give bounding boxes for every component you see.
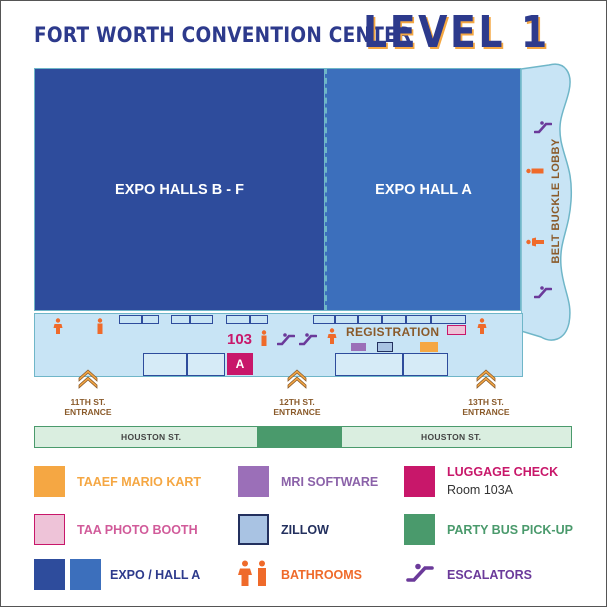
booth: [381, 315, 383, 324]
legend-label-luggage-check: LUGGAGE CHECK: [447, 465, 559, 479]
legend-label-party-bus-pickup: PARTY BUS PICK-UP: [447, 523, 573, 537]
zillow-location[interactable]: [377, 342, 393, 352]
hall-label: EXPO HALLS B - F: [115, 181, 244, 198]
restroom-icon: [238, 560, 266, 586]
escalator-icon: [299, 333, 317, 346]
booth: [189, 315, 191, 324]
booth: [405, 315, 407, 324]
legend-sub-luggage-check: Room 103A: [447, 483, 514, 497]
taaef-mario-kart-location[interactable]: [420, 342, 438, 352]
restroom-icon: [97, 318, 103, 334]
booth: [357, 315, 359, 324]
entrance-name: 11TH ST.: [70, 397, 106, 407]
legend-label-escalators: ESCALATORS: [447, 568, 532, 582]
legend-label-mri-software: MRI SOFTWARE: [281, 475, 379, 489]
entrance-name: 13TH ST.: [468, 397, 504, 407]
entrance-13th-st[interactable]: 13TH ST.ENTRANCE: [446, 397, 526, 417]
expo-halls-b-f[interactable]: EXPO HALLS B - F: [34, 68, 325, 311]
escalator-icon: [534, 286, 552, 299]
street-name-west: HOUSTON ST.: [121, 432, 182, 442]
legend-label-taa-photo-booth: TAA PHOTO BOOTH: [77, 523, 198, 537]
legend-label-taaef-mario-kart: TAAEF MARIO KART: [77, 475, 202, 489]
legend-label-expo-hall-a: EXPO / HALL A: [110, 568, 201, 582]
belt-buckle-lobby[interactable]: [521, 61, 575, 343]
booth: [171, 315, 213, 324]
room-103-label: 103: [227, 331, 253, 348]
booth: [226, 315, 268, 324]
booth: [119, 315, 159, 324]
expo-hall-a[interactable]: EXPO HALL A: [325, 68, 521, 311]
venue-title: FORT WORTH CONVENTION CENTER: [34, 23, 412, 47]
party-bus-pickup-location[interactable]: [257, 426, 342, 448]
booth: [334, 315, 336, 324]
street-name-east: HOUSTON ST.: [421, 432, 482, 442]
restroom-icon: [53, 318, 63, 334]
restroom-icon: [526, 237, 544, 247]
booth: [141, 315, 143, 324]
entrance-arrow-icon: [287, 369, 307, 389]
legend-swatch-mri-software: [238, 466, 269, 497]
legend-label-bathrooms: BATHROOMS: [281, 568, 363, 582]
entrance-arrow-icon: [476, 369, 496, 389]
lobby-label: BELT BUCKLE LOBBY: [550, 138, 562, 264]
legend-swatch-expo: [34, 559, 65, 590]
mri-software-location[interactable]: [351, 343, 366, 351]
registration-label: REGISTRATION: [346, 325, 440, 339]
legend-swatch-luggage-check: [404, 466, 435, 497]
restroom-icon: [327, 328, 337, 344]
entrance-type: ENTRANCE: [462, 407, 510, 417]
legend-swatch-taaef-mario-kart: [34, 466, 65, 497]
booth: [249, 315, 251, 324]
entrance-type: ENTRANCE: [273, 407, 321, 417]
legend-swatch-zillow: [238, 514, 269, 545]
entrance-12th-st[interactable]: 12TH ST.ENTRANCE: [257, 397, 337, 417]
concourse-room: [187, 353, 225, 376]
escalator-icon: [534, 121, 552, 134]
restroom-icon: [261, 330, 267, 346]
booth: [313, 315, 431, 324]
concourse-room: [335, 353, 403, 376]
escalator-icon: [406, 563, 434, 582]
legend-label-zillow: ZILLOW: [281, 523, 329, 537]
legend-swatch-hall-a: [70, 559, 101, 590]
luggage-check-room-103a[interactable]: A: [227, 353, 253, 375]
concourse-room: [403, 353, 448, 376]
entrance-type: ENTRANCE: [64, 407, 112, 417]
hall-label: EXPO HALL A: [375, 181, 472, 198]
taa-photo-booth-location[interactable]: [447, 325, 466, 335]
escalator-icon: [277, 333, 295, 346]
entrance-arrow-icon: [78, 369, 98, 389]
entrance-name: 12TH ST.: [279, 397, 315, 407]
legend-swatch-taa-photo-booth: [34, 514, 65, 545]
restroom-icon: [526, 168, 544, 174]
concourse-room: [143, 353, 187, 376]
entrance-11th-st[interactable]: 11TH ST.ENTRANCE: [48, 397, 128, 417]
level-title: LEVEL 1: [363, 7, 550, 58]
restroom-icon: [477, 318, 487, 334]
booth: [431, 315, 466, 324]
legend-swatch-party-bus-pickup: [404, 514, 435, 545]
